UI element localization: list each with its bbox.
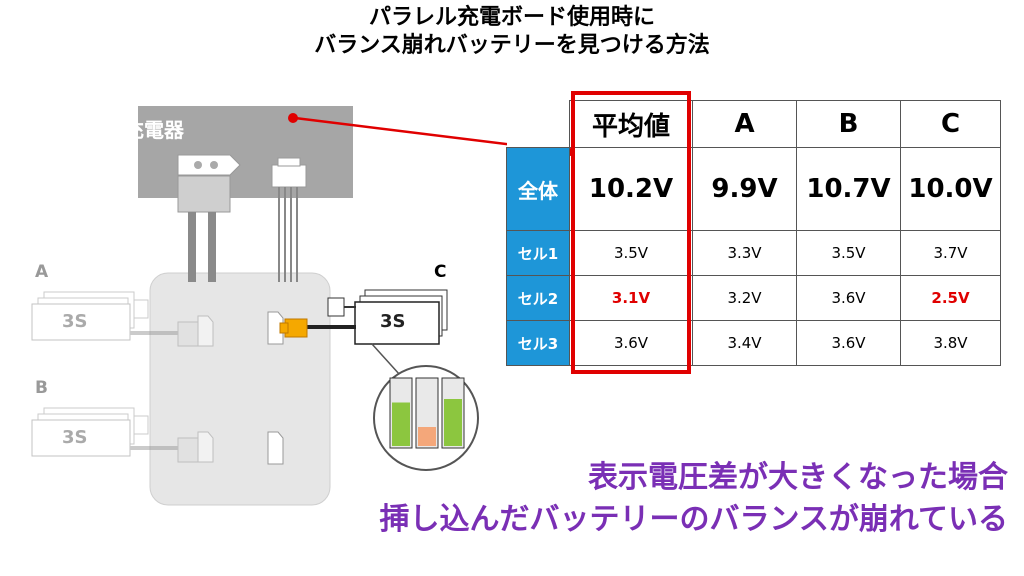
voltage-table: 平均値 A B C 全体 10.2V 9.9V 10.7V 10.0V セル1 … — [506, 100, 1001, 366]
table-cell: 3.6V — [569, 320, 693, 366]
pointer-dot — [288, 113, 298, 123]
table-cell: 3.5V — [569, 230, 693, 276]
title-line-2: バランス崩れバッテリーを見つける方法 — [314, 33, 710, 58]
group-b-label: B — [35, 378, 48, 398]
table-cell: 3.7V — [900, 230, 1001, 276]
table-cell: 3.8V — [900, 320, 1001, 366]
row-header-total: 全体 — [506, 147, 570, 231]
table-cell: 3.2V — [692, 275, 797, 321]
table-cell: 3.6V — [796, 320, 901, 366]
conclusion-line-1: 表示電圧差が大きくなった場合 — [588, 460, 1008, 495]
group-c-label: C — [434, 262, 447, 282]
col-header-a: A — [692, 100, 797, 148]
battery-a-label: 3S — [62, 311, 88, 332]
group-a-label: A — [35, 262, 49, 282]
battery-c-label: 3S — [380, 311, 406, 332]
table-corner — [506, 100, 570, 148]
row-header-cell1: セル1 — [506, 230, 570, 276]
table-cell-highlight: 2.5V — [900, 275, 1001, 321]
table-cell: 3.4V — [692, 320, 797, 366]
charger-main-connector — [177, 154, 241, 282]
table-cell: 3.5V — [796, 230, 901, 276]
row-header-cell3: セル3 — [506, 320, 570, 366]
conclusion-line-2: 挿し込んだバッテリーのバランスが崩れている — [379, 502, 1009, 537]
port-empty-2 — [267, 431, 284, 465]
charger-balance-connector — [271, 157, 307, 282]
battery-c — [279, 289, 448, 345]
cell-level-bars — [389, 377, 465, 449]
parallel-board — [149, 272, 331, 506]
table-cell: 3.6V — [796, 275, 901, 321]
cell-bar-fill-2 — [418, 427, 436, 446]
title-line-1: パラレル充電ボード使用時に — [368, 5, 655, 30]
col-header-average: 平均値 — [569, 100, 693, 148]
col-header-b: B — [796, 100, 901, 148]
table-cell: 10.7V — [796, 147, 901, 231]
table-cell: 10.0V — [900, 147, 1001, 231]
battery-b — [31, 407, 214, 463]
cell-bar-fill-3 — [444, 399, 462, 446]
table-cell: 9.9V — [692, 147, 797, 231]
charger-label: 充電器 — [124, 118, 184, 142]
col-header-c: C — [900, 100, 1001, 148]
battery-a — [31, 291, 214, 347]
battery-b-label: 3S — [62, 427, 88, 448]
table-cell: 3.3V — [692, 230, 797, 276]
average-column-highlight — [571, 91, 691, 374]
table-cell: 10.2V — [569, 147, 693, 231]
row-header-cell2: セル2 — [506, 275, 570, 321]
cell-bar-fill-1 — [392, 402, 410, 446]
